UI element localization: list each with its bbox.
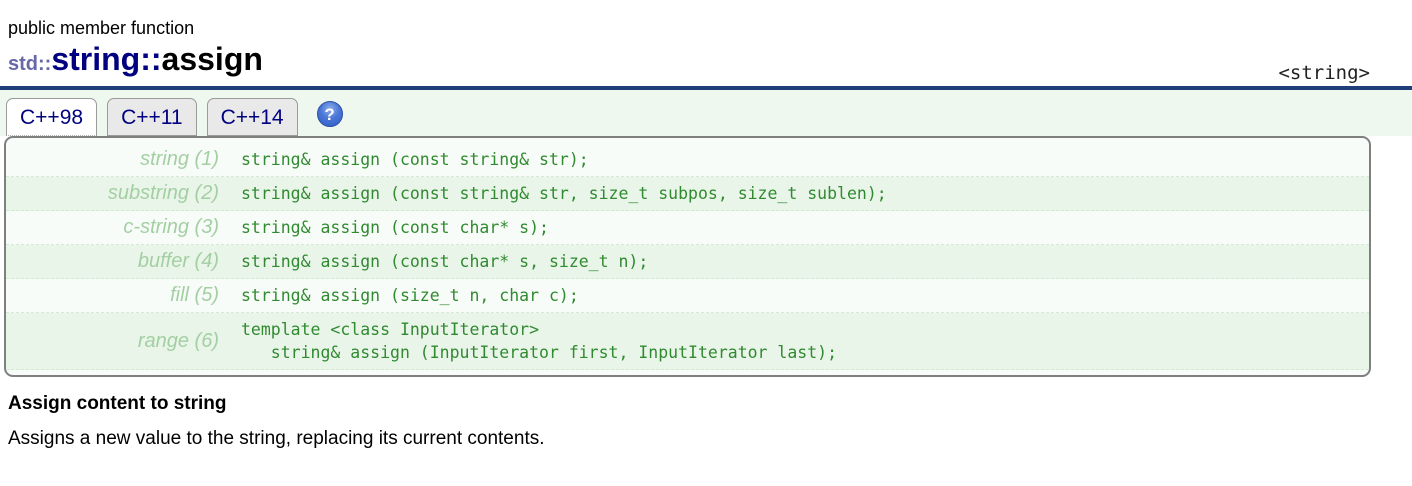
declaration-code: template <class InputIterator> string& a… <box>241 319 838 362</box>
title-member-name: assign <box>161 41 263 77</box>
tab-cpp11[interactable]: C++11 <box>107 97 197 136</box>
declaration-row: range (6) template <class InputIterator>… <box>6 312 1369 370</box>
declaration-row: substring (2) string& assign (const stri… <box>6 176 1369 211</box>
declaration-code: string& assign (const string& str); <box>241 149 589 169</box>
description-text: Assigns a new value to the string, repla… <box>8 427 545 449</box>
tab-cpp98[interactable]: C++98 <box>6 97 98 136</box>
declaration-label: buffer (4) <box>137 250 219 273</box>
declaration-code: string& assign (const char* s); <box>241 217 549 237</box>
function-kind-label: public member function <box>8 18 195 38</box>
help-icon[interactable]: ? <box>316 100 343 127</box>
declaration-row: fill (5) string& assign (size_t n, char … <box>6 279 1369 313</box>
standard-version-tabstrip: C++98 C++11 C++14 ? <box>0 89 1412 136</box>
declaration-label: substring (2) <box>107 182 219 205</box>
header-divider-rule <box>0 85 1412 90</box>
declaration-box: string (1) string& assign (const string&… <box>4 135 1371 377</box>
declaration-row: c-string (3) string& assign (const char*… <box>6 211 1369 245</box>
declaration-row: buffer (4) string& assign (const char* s… <box>6 244 1369 279</box>
title-class-link[interactable]: string <box>51 41 141 77</box>
description-heading: Assign content to string <box>8 392 227 414</box>
declaration-label: c-string (3) <box>123 216 219 239</box>
header-include-link[interactable]: <string> <box>1278 62 1370 84</box>
declaration-row: string (1) string& assign (const string&… <box>6 143 1369 177</box>
declaration-label: string (1) <box>140 148 219 171</box>
title-scope-separator: :: <box>140 41 162 77</box>
declaration-label: fill (5) <box>170 284 219 307</box>
declaration-code: string& assign (size_t n, char c); <box>241 285 579 305</box>
declaration-label: range (6) <box>137 329 219 352</box>
page-header: public member function std::string::assi… <box>0 18 1412 84</box>
title-namespace-prefix: std:: <box>8 53 52 75</box>
tab-cpp14[interactable]: C++14 <box>206 97 298 136</box>
page-title: std::string::assign <box>8 41 1412 77</box>
declaration-code: string& assign (const char* s, size_t n)… <box>241 251 649 271</box>
declaration-code: string& assign (const string& str, size_… <box>241 183 887 203</box>
